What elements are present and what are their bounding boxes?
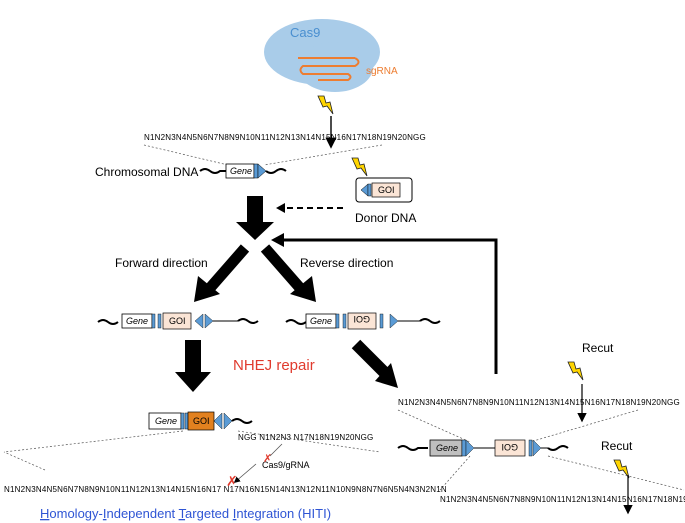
arrow-forward-diag xyxy=(194,244,250,302)
cleavage-bolt-recut1 xyxy=(567,361,584,381)
recut-sequence-bottom: N1N2N3N4N5N6N7N8N9N10N11N12N13N14N15N16N… xyxy=(440,495,685,504)
recut-goi-label: GOI xyxy=(501,442,518,452)
zoom-lines-hiti xyxy=(3,430,381,471)
hiti-title-part: I xyxy=(233,506,237,521)
arrow-nhej-down xyxy=(175,340,211,392)
forward-construct: Gene GOI xyxy=(97,312,259,330)
donor-goi-box xyxy=(371,182,401,198)
recut-loop-arrowhead xyxy=(271,233,284,247)
cleavage-bolt-donor xyxy=(351,157,368,177)
cas9-grna-arrow xyxy=(233,463,257,484)
cleavage-bolt-top xyxy=(317,95,334,115)
donor-goi-label: GOI xyxy=(378,185,395,195)
target-sequence-top: N1N2N3N4N5N6N7N8N9N10N11N12N13N14N15N16N… xyxy=(144,133,426,142)
donor-dna-plasmid: GOI xyxy=(355,177,413,203)
zoom-lines-recut-top xyxy=(397,409,639,443)
recut-label-2: Recut xyxy=(601,439,633,453)
arrow-down-main xyxy=(236,196,274,240)
hiti-gene-label: Gene xyxy=(155,416,177,426)
recut-gene-label: Gene xyxy=(436,443,458,453)
hiti-title-part: I xyxy=(103,506,107,521)
sgrna-strands xyxy=(298,57,360,81)
forward-direction-label: Forward direction xyxy=(115,256,208,270)
recut-label-1: Recut xyxy=(582,341,614,355)
chromosomal-dna-label: Chromosomal DNA xyxy=(95,165,198,179)
cleavage-bolt-recut2 xyxy=(613,459,630,479)
cas9-grna-label: Cas9/gRNA xyxy=(262,460,310,470)
reverse-gene-label: Gene xyxy=(310,316,332,326)
cas9-label: Cas9 xyxy=(290,25,320,40)
chromosomal-dna: Gene xyxy=(199,163,287,179)
hiti-title-part: ndependent xyxy=(106,506,178,521)
forward-goi-label: GOI xyxy=(169,316,186,326)
reverse-construct: Gene GOI xyxy=(285,312,441,330)
hiti-goi-label: GOI xyxy=(193,416,210,426)
hiti-title-part: omology- xyxy=(49,506,102,521)
cas9-complex: Cas9 sgRNA xyxy=(264,19,398,92)
hiti-upper-sequence: NGG N1N2N3 N17N18N19N20NGG xyxy=(238,433,373,442)
donor-dashed-arrowhead xyxy=(276,203,285,213)
blocked-cross-2: ✗ xyxy=(263,453,272,465)
zoom-lines-recut-bottom xyxy=(439,455,685,491)
hiti-title: Homology-Independent Targeted Integratio… xyxy=(40,506,331,521)
recut-construct: Gene GOI xyxy=(397,439,569,457)
donor-dna-label: Donor DNA xyxy=(355,211,416,225)
hiti-construct: Gene GOI xyxy=(148,411,253,431)
sgrna-label: sgRNA xyxy=(366,66,398,77)
hiti-title-part: argeted xyxy=(185,506,233,521)
arrow-reverse-diag xyxy=(260,244,316,302)
gene-label: Gene xyxy=(230,166,252,176)
hiti-title-part: T xyxy=(179,506,187,521)
reverse-goi-label: GOI xyxy=(353,314,370,324)
blocked-cross-1: ✗ xyxy=(226,473,238,489)
cas9-grna-arrow-upper xyxy=(269,443,283,457)
zoom-lines-top xyxy=(143,144,383,166)
nhej-repair-label: NHEJ repair xyxy=(233,357,315,374)
reverse-direction-label: Reverse direction xyxy=(300,256,393,270)
arrow-reverse-down xyxy=(351,339,398,388)
hiti-title-part: ntegration (HITI) xyxy=(236,506,331,521)
recut-sequence-top: N1N2N3N4N5N6N7N8N9N10N11N12N13N14N15N16N… xyxy=(398,398,680,407)
forward-gene-label: Gene xyxy=(126,316,148,326)
hiti-bottom-sequence: N1N2N3N4N5N6N7N8N9N10N11N12N13N14N15N16N… xyxy=(4,485,447,494)
recut-loop-line xyxy=(283,238,498,374)
hiti-title-part: H xyxy=(40,506,49,521)
